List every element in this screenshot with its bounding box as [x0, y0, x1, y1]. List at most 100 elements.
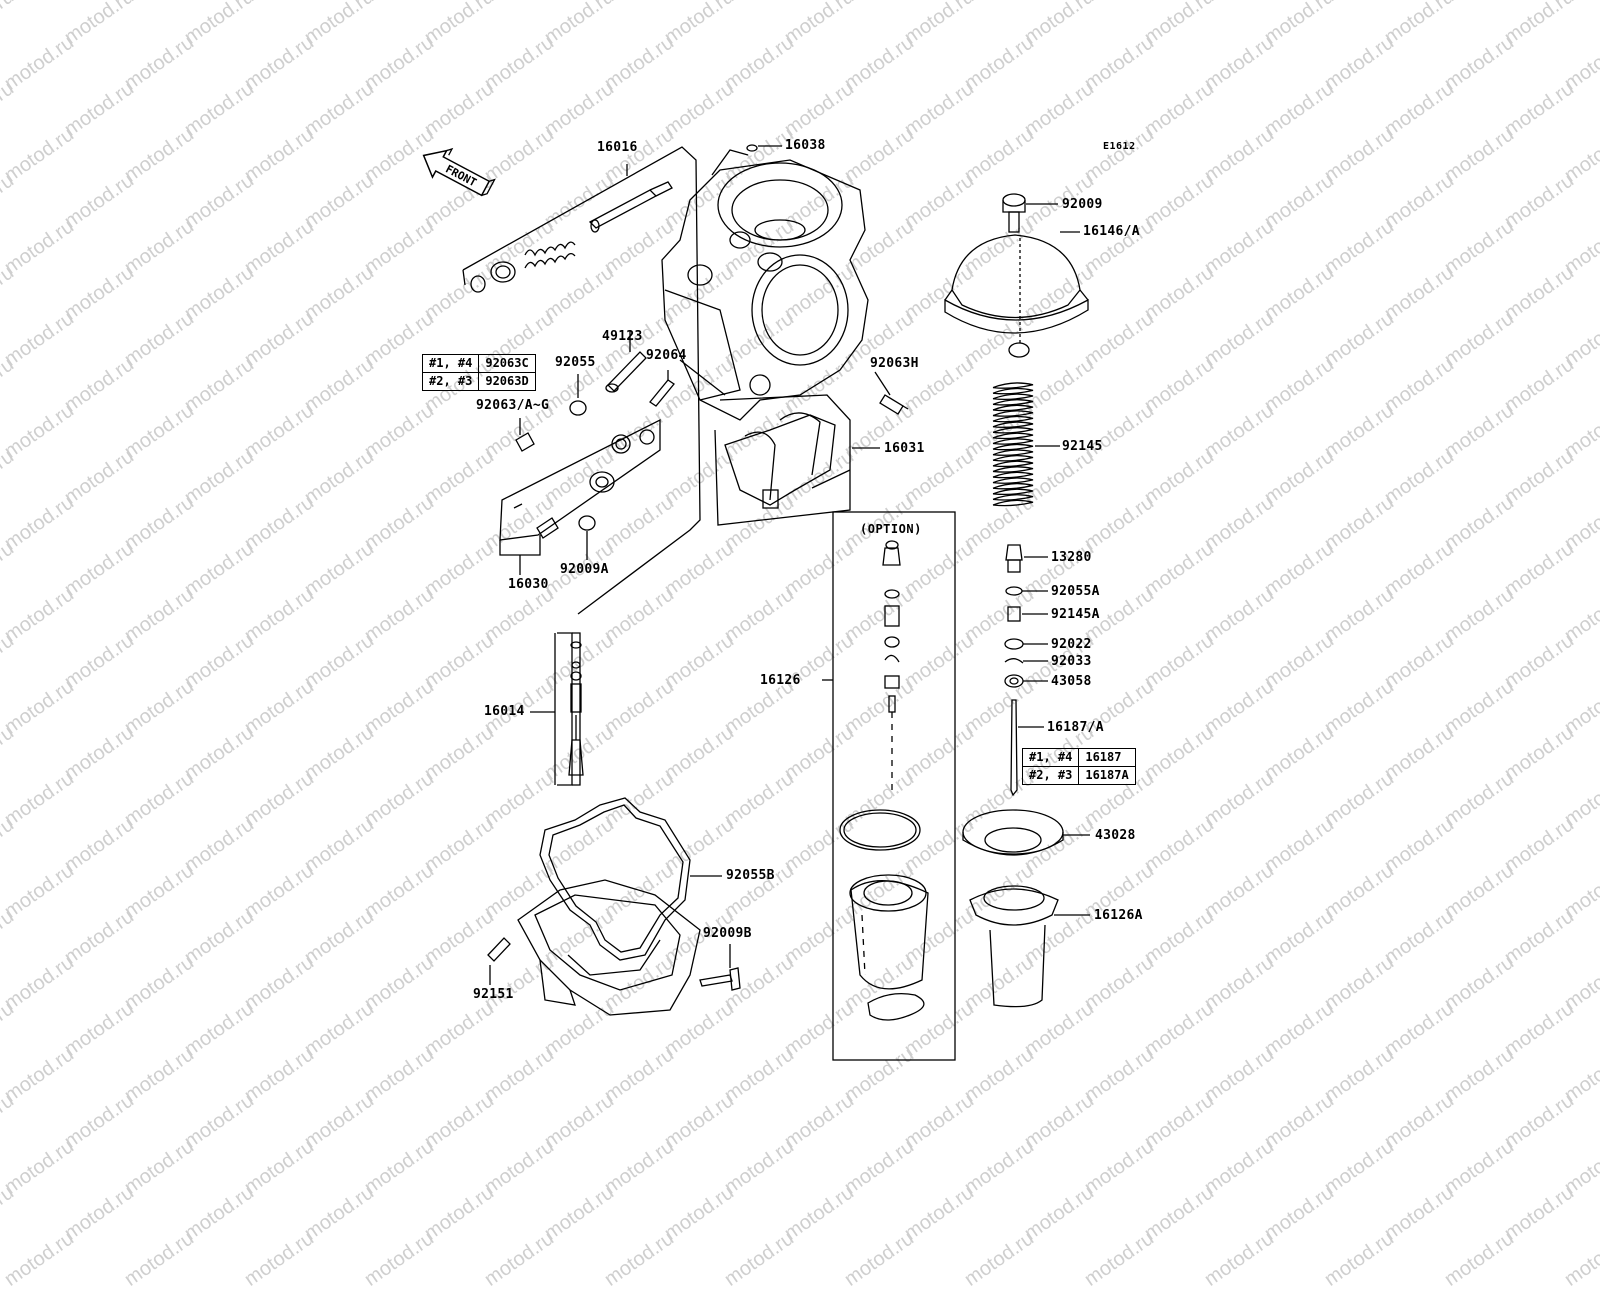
spring-coil	[992, 454, 1034, 462]
table-cell-part: 92063C	[478, 354, 536, 373]
spring-coil	[992, 399, 1034, 406]
o-ring-16038-icon	[746, 144, 758, 152]
spring-coil	[992, 387, 1034, 395]
label-92022: 92022	[1051, 637, 1092, 652]
watermark-text: motod.ru	[0, 1227, 78, 1291]
label-13280: 13280	[1051, 550, 1092, 565]
watermark-text: motod.ru	[840, 1227, 918, 1291]
table-cell-part: 16187A	[1078, 766, 1136, 785]
option-parts-16126-icon	[839, 540, 929, 1021]
label-49123: 49123	[602, 329, 643, 344]
front-arrow-icon: FRONT	[422, 147, 496, 197]
label-16016: 16016	[597, 140, 638, 155]
spring-coil	[992, 432, 1034, 440]
screw-92151-icon	[487, 937, 511, 962]
label-92063-a-g: 92063/A~G	[476, 398, 550, 413]
spring-coil	[992, 499, 1034, 507]
watermark-text: motod.ru	[240, 1227, 318, 1291]
table-row: #2, #3 92063D	[421, 372, 536, 391]
spring-coil	[992, 421, 1034, 428]
table-cell-part: 92063D	[478, 372, 536, 391]
o-ring-92055-icon	[569, 400, 587, 416]
label-92064: 92064	[646, 348, 687, 363]
spring-coil	[992, 477, 1034, 484]
gasket-92055b-icon	[539, 797, 691, 961]
diaphragm-43028-icon	[962, 809, 1064, 856]
spring-coil	[992, 415, 1034, 423]
spring-coil	[992, 443, 1034, 451]
label-16126: 16126	[760, 673, 801, 688]
watermark-text: motod.ru	[720, 1227, 798, 1291]
table-cell-part: 16187	[1078, 748, 1136, 767]
table-16187: #1, #4 16187 #2, #3 16187A	[1021, 748, 1136, 785]
jet-92064-icon	[649, 379, 675, 407]
carburetor-body	[661, 149, 869, 421]
label-16014: 16014	[484, 704, 525, 719]
throttle-valve-16031-icon	[724, 412, 851, 509]
option-title: (OPTION)	[860, 522, 922, 536]
label-92151: 92151	[473, 987, 514, 1002]
jet-92063h-icon	[879, 394, 909, 415]
frame-16031	[714, 394, 851, 526]
watermark-text: motod.ru	[1320, 1227, 1398, 1291]
label-92055b: 92055B	[726, 868, 775, 883]
table-cell-cyl: #1, #4	[421, 354, 480, 373]
spring-coil	[992, 438, 1034, 445]
label-43058: 43058	[1051, 674, 1092, 689]
table-cell-cyl: #2, #3	[421, 372, 480, 391]
frame-16014	[557, 632, 573, 786]
table-92063: #1, #4 92063C #2, #3 92063D	[421, 354, 536, 391]
float-bowl-icon	[517, 879, 701, 1016]
label-16038: 16038	[785, 138, 826, 153]
spring-coil	[992, 471, 1034, 479]
label-16126a: 16126A	[1094, 908, 1143, 923]
watermark-text: motod.ru	[1080, 1227, 1158, 1291]
table-row: #2, #3 16187A	[1021, 766, 1136, 785]
label-92009a: 92009A	[560, 562, 609, 577]
watermark-text: motod.ru	[1200, 1227, 1278, 1291]
watermark-text: motod.ru	[1560, 1227, 1600, 1291]
label-43028: 43028	[1095, 828, 1136, 843]
plug-92009a-icon	[578, 515, 596, 531]
label-16031: 16031	[884, 441, 925, 456]
leader-frame-16016	[462, 146, 701, 615]
spring-coil	[992, 382, 1034, 389]
watermark-text: motod.ru	[480, 1227, 558, 1291]
spring-coil	[992, 488, 1034, 496]
table-row: #1, #4 92063C	[421, 354, 536, 373]
needle-jet-16014-icon	[568, 641, 584, 776]
screw-92009-icon	[1002, 193, 1026, 233]
spring-coil	[992, 393, 1034, 400]
table-cell-cyl: #2, #3	[1021, 766, 1080, 785]
table-cell-cyl: #1, #4	[1021, 748, 1080, 767]
label-16187a: 16187/A	[1047, 720, 1104, 735]
spring-coil	[992, 494, 1034, 501]
jet-92063-icon	[515, 432, 535, 452]
spring-coil	[992, 466, 1034, 473]
label-92033: 92033	[1051, 654, 1092, 669]
watermark-text: motod.ru	[360, 1227, 438, 1291]
label-92055a: 92055A	[1051, 584, 1100, 599]
label-16030: 16030	[508, 577, 549, 592]
watermark-text: motod.ru	[120, 1227, 198, 1291]
label-92145a: 92145A	[1051, 607, 1100, 622]
spring-coil	[992, 460, 1034, 468]
exploded-view-drawing: FRONT	[422, 144, 1090, 1061]
spring-coil	[992, 410, 1034, 417]
screw-92009b-icon	[699, 967, 741, 991]
label-16146a: 16146/A	[1083, 224, 1140, 239]
needle-parts-right-icon	[1004, 544, 1024, 797]
frame-16030	[499, 418, 661, 541]
table-row: #1, #4 16187	[1021, 748, 1136, 767]
label-92063h: 92063H	[870, 356, 919, 371]
spring-92145-icon	[992, 382, 1034, 507]
spring-coil	[992, 404, 1034, 412]
label-92145: 92145	[1062, 439, 1103, 454]
option-box	[832, 511, 956, 1061]
starter-plunger-16016-icon	[470, 181, 673, 293]
watermark-text: motod.ru	[960, 1227, 1038, 1291]
air-jet-16030-icon	[513, 429, 655, 539]
top-cover-16146-icon	[944, 234, 1089, 358]
pilot-screw-49123-icon	[605, 351, 647, 393]
